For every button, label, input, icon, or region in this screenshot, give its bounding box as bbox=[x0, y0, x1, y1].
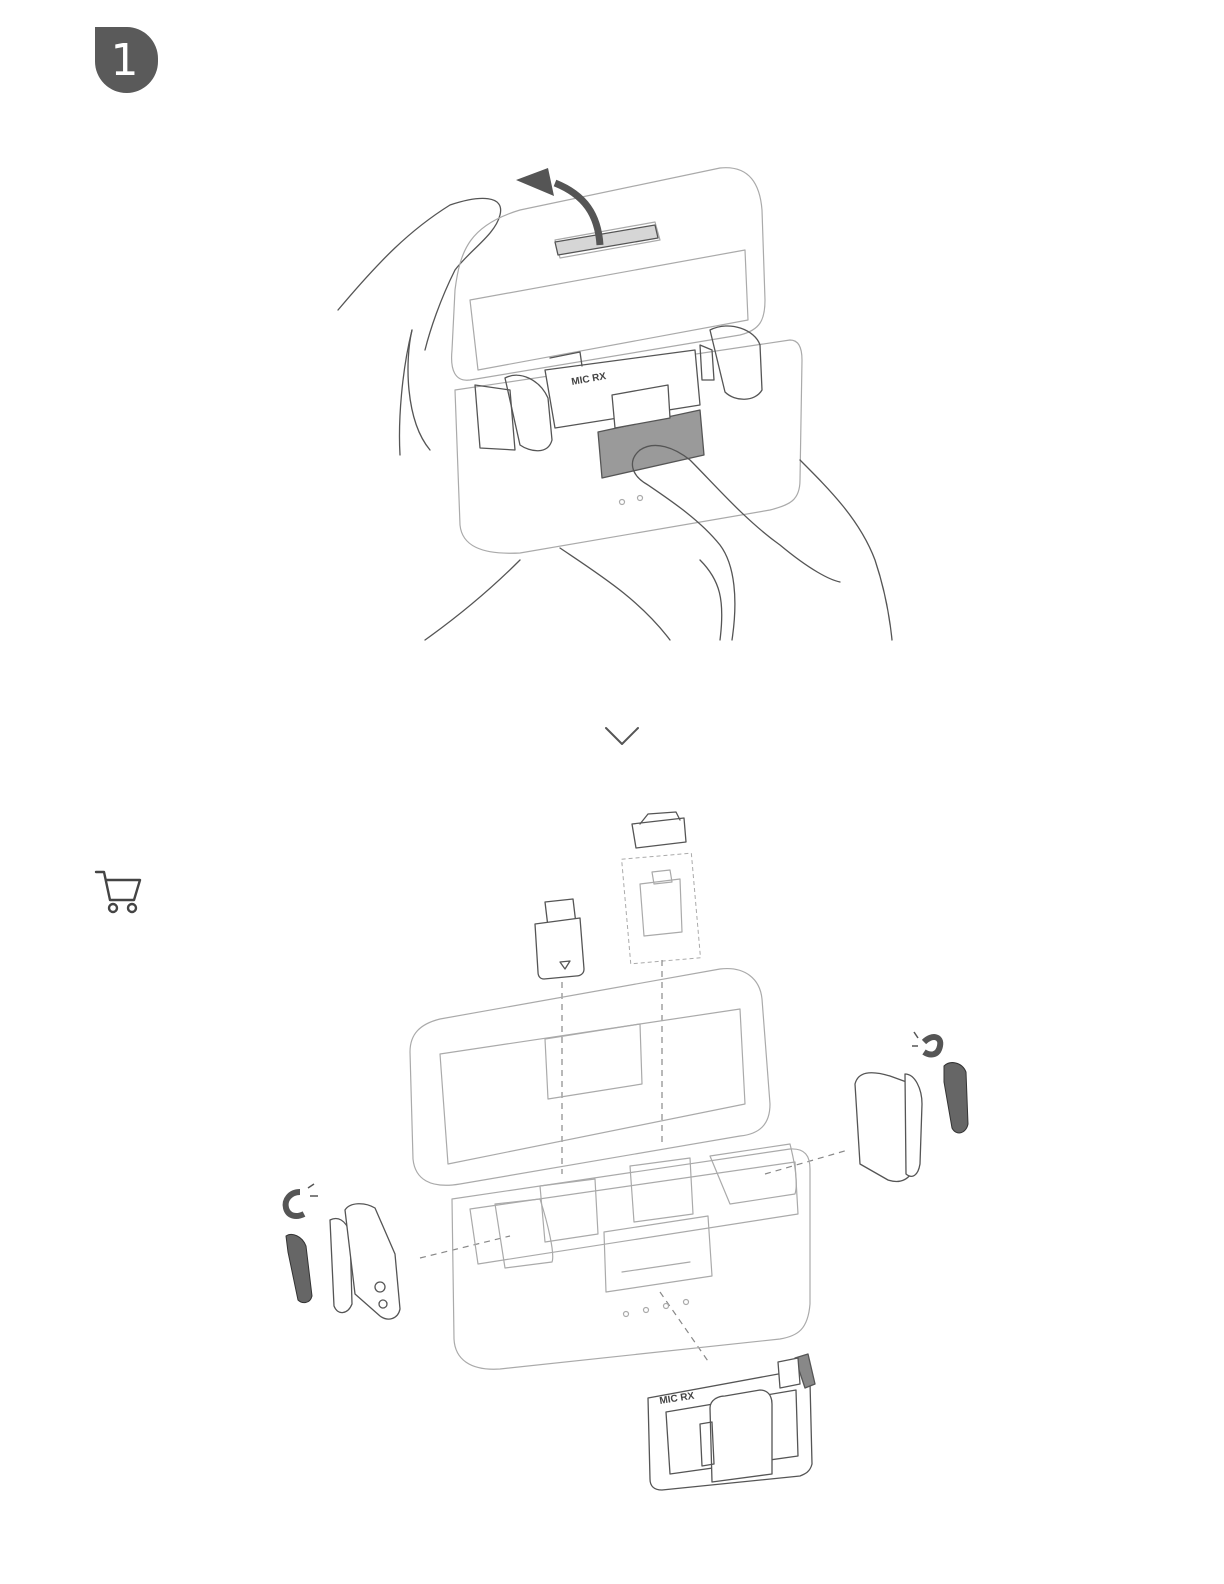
chevron-down-icon bbox=[602, 724, 642, 748]
charging-case-opening-illustration: MIC RX bbox=[0, 0, 1224, 660]
exploded-charging-case-illustration: MIC RX bbox=[0, 784, 1224, 1584]
magnet-icon bbox=[912, 1032, 940, 1054]
magnet-icon bbox=[286, 1184, 318, 1216]
